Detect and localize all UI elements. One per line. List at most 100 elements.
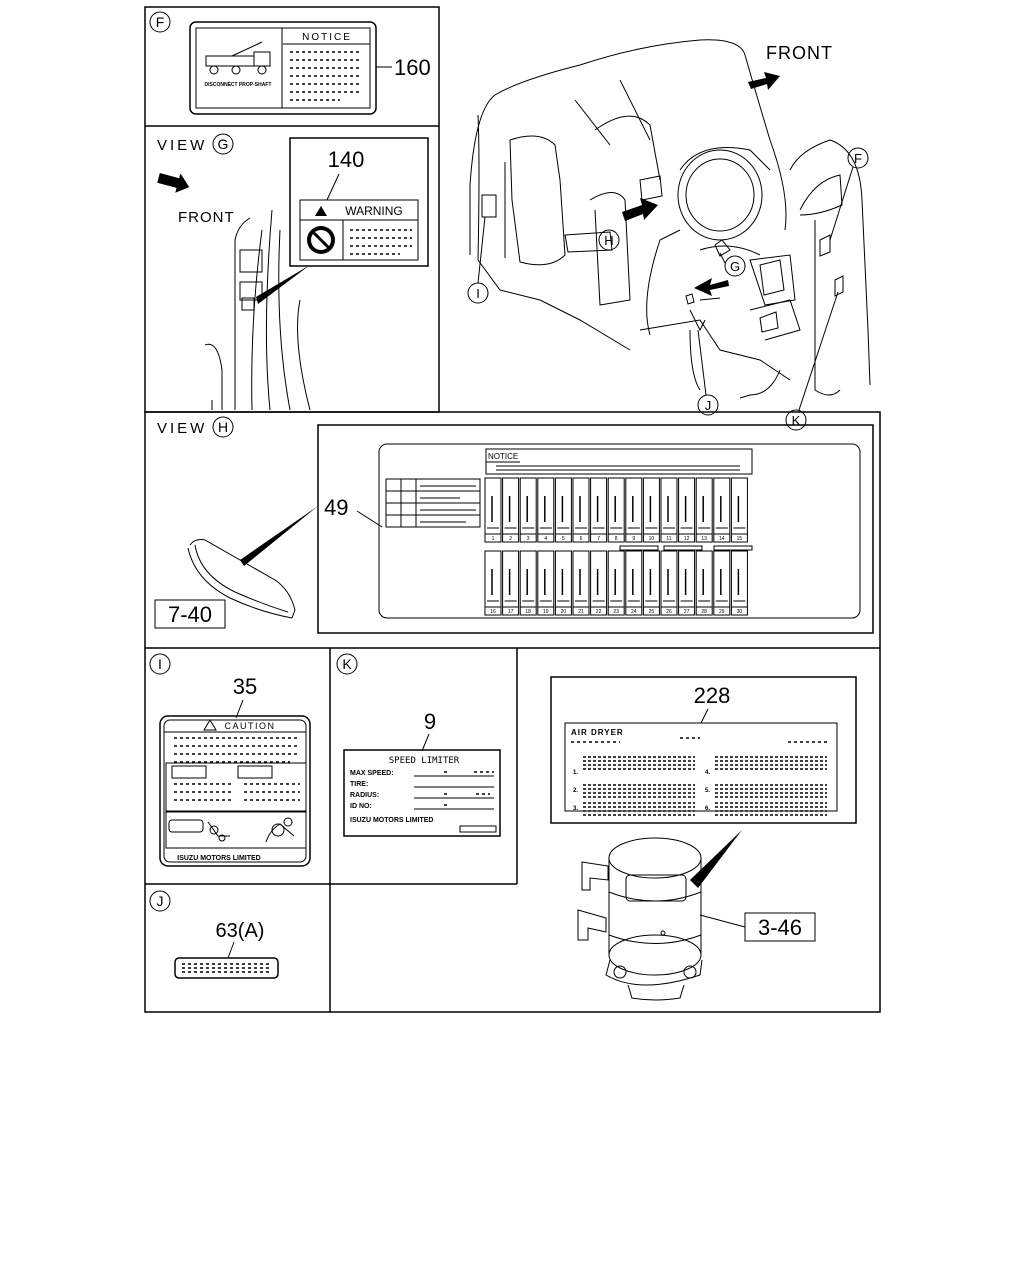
- fuse-number: 23: [613, 609, 619, 615]
- caution-text: CAUTION: [225, 721, 276, 731]
- truck-icon: [205, 41, 271, 75]
- panel-view-h: VIEW H 7-40 49 NOTICE: [154, 416, 874, 634]
- fuse-slot: 6: [572, 477, 590, 543]
- front-arrow-icon: [157, 173, 190, 193]
- fuse-slot: 12: [678, 477, 696, 543]
- fuse-slot: 25: [642, 550, 660, 616]
- panel-j: J 63(A): [149, 890, 279, 979]
- overview-j-letter: J: [705, 398, 712, 413]
- leader-wedge-49: [240, 506, 318, 566]
- speed-limiter-label-9: SPEED LIMITER MAX SPEED: TIRE: RADIUS: I…: [343, 749, 501, 837]
- panel-air-dryer: 228 AIR DRYER 1.2.3.4.5.6.: [550, 676, 857, 1001]
- cab-overview: FRONT: [467, 39, 871, 431]
- fuse-number: 9: [632, 536, 635, 542]
- view-h-letter: H: [218, 419, 228, 435]
- fuse-slot: 30: [730, 550, 748, 616]
- fuse-spare-slot: [663, 545, 703, 551]
- fuse-slot: 15: [730, 477, 748, 543]
- overview-k-letter: K: [792, 413, 801, 428]
- fuse-slot: 2: [502, 477, 520, 543]
- fuse-slot: 8: [607, 477, 625, 543]
- stripe-label-63: [174, 957, 279, 979]
- max-speed-label: MAX SPEED:: [350, 770, 394, 777]
- fuse-number: 8: [615, 536, 618, 542]
- view-j-letter: J: [157, 893, 164, 909]
- fuse-number: 6: [580, 536, 583, 542]
- fuse-slot: 7: [590, 477, 608, 543]
- fuse-slot: 19: [537, 550, 555, 616]
- air-dryer-sketch: [577, 837, 703, 1001]
- fuse-slot: 21: [572, 550, 590, 616]
- fuse-number: 27: [684, 609, 690, 615]
- fuse-number: 19: [543, 609, 549, 615]
- air-dryer-title: AIR DRYER: [571, 728, 624, 737]
- notice-49-title: NOTICE: [488, 452, 518, 461]
- callout-140: 140: [328, 147, 365, 172]
- fuse-slot: 9: [625, 477, 643, 543]
- fuse-number: 28: [701, 609, 707, 615]
- fuse-slot: 18: [519, 550, 537, 616]
- arrow-to-g-icon: [694, 278, 729, 296]
- prohibition-icon: [307, 226, 335, 254]
- fuse-number: 5: [562, 536, 565, 542]
- fuse-number: 1: [492, 536, 495, 542]
- view-k-letter: K: [342, 656, 352, 672]
- fuse-number: 16: [490, 609, 496, 615]
- fuse-number: 24: [631, 609, 637, 615]
- overview-f-letter: F: [854, 151, 862, 166]
- fuse-number: 14: [719, 536, 725, 542]
- front-label-g: FRONT: [178, 209, 235, 226]
- warning-label-140: WARNING: [299, 199, 419, 261]
- fuse-number: 13: [701, 536, 707, 542]
- pillar-sketch: [204, 209, 311, 411]
- fuse-slot: 20: [554, 550, 572, 616]
- fuse-number: 4: [544, 536, 547, 542]
- front-arrow-main-icon: [748, 72, 780, 90]
- arrow-to-h-icon: [622, 198, 658, 221]
- panel-f: F NOTICE D: [149, 11, 431, 115]
- notice-160-title: NOTICE: [302, 32, 352, 43]
- air-dryer-item-number: 6.: [705, 806, 710, 812]
- callout-160: 160: [394, 55, 431, 80]
- fuse-slot: 10: [642, 477, 660, 543]
- fuse-slot: 24: [625, 550, 643, 616]
- leader-wedge-228: [690, 830, 742, 888]
- panel-view-g: VIEW G FRONT 140 WARNING: [157, 133, 429, 411]
- panel-k: K 9 SPEED LIMITER MAX SPEED: TIRE: RADIU…: [336, 653, 501, 837]
- caution-label-35: CAUTION: [159, 715, 311, 867]
- air-dryer-item-number: 1.: [573, 770, 578, 776]
- panel-frames: [144, 6, 881, 1013]
- view-f-letter: F: [156, 14, 165, 30]
- fuse-number: 11: [666, 536, 671, 542]
- air-dryer-item-number: 5.: [705, 788, 710, 794]
- radius-label: RADIUS:: [350, 792, 379, 799]
- callout-49: 49: [324, 495, 348, 520]
- fuse-slot: 11: [660, 477, 678, 543]
- speed-limiter-title: SPEED LIMITER: [389, 756, 460, 766]
- id-no-label: ID NO:: [350, 803, 372, 810]
- fuse-legend: [385, 478, 481, 528]
- callout-63a: 63(A): [216, 920, 265, 942]
- fuse-slot: 13: [695, 477, 713, 543]
- fuse-spare-slot: [619, 545, 659, 551]
- isuzu-35: ISUZU MOTORS LIMITED: [177, 855, 260, 862]
- fuse-number: 30: [737, 609, 743, 615]
- caution-triangle-icon: [203, 719, 217, 731]
- view-h-word: VIEW: [157, 420, 207, 437]
- air-dryer-item-number: 4.: [705, 770, 710, 776]
- fuse-slot: 29: [713, 550, 731, 616]
- fuse-number: 15: [737, 536, 743, 542]
- view-g-letter: G: [218, 136, 229, 152]
- fuse-slot: 16: [484, 550, 502, 616]
- overview-g-letter: G: [730, 259, 740, 274]
- callout-3-46: 3-46: [758, 915, 802, 940]
- fuse-slot: 22: [590, 550, 608, 616]
- fuse-number: 29: [719, 609, 725, 615]
- fuse-slot: 4: [537, 477, 555, 543]
- fuse-number: 3: [527, 536, 530, 542]
- fuse-number: 25: [649, 609, 655, 615]
- fuse-number: 21: [578, 609, 584, 615]
- callout-9: 9: [424, 709, 436, 734]
- air-dryer-item-number: 2.: [573, 788, 578, 794]
